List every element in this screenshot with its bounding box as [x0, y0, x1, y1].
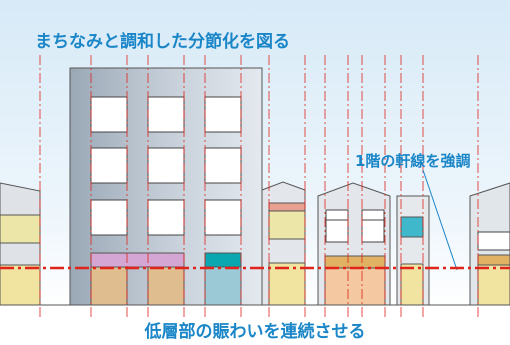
building-right-edge [469, 182, 510, 306]
eave-label-leader [422, 169, 458, 271]
gabled-building [317, 182, 391, 306]
title-annotation: まちなみと調和した分節化を図る [35, 32, 290, 52]
ground [0, 305, 510, 345]
articulation-guides [39, 55, 479, 318]
eave-annotation: 1階の軒線を強調 [355, 152, 471, 170]
bottom-annotation: 低層部の賑わいを連続させる [144, 322, 366, 342]
small-building-1 [261, 181, 306, 306]
building-left-edge [0, 182, 41, 306]
narrow-building [396, 195, 430, 306]
tall-building [69, 67, 263, 306]
